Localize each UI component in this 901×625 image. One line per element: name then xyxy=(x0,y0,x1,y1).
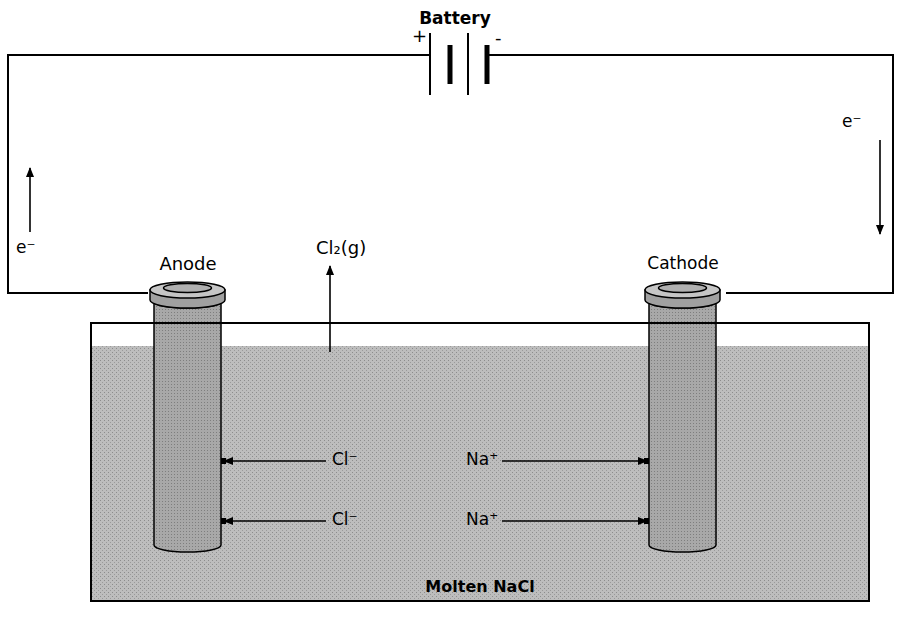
node-label: Battery xyxy=(419,8,491,28)
ion-arrow xyxy=(224,520,326,522)
gas-arrow xyxy=(329,266,331,352)
ion-label: Cl⁻ xyxy=(332,510,358,530)
electron-label: e⁻ xyxy=(842,112,861,132)
node-label: Cathode xyxy=(647,253,718,273)
battery-node: Battery xyxy=(405,8,505,100)
contact-dot xyxy=(221,518,226,524)
contact-dot xyxy=(221,458,226,464)
ion-arrow xyxy=(224,460,326,462)
node-label: Anode xyxy=(159,253,216,275)
ion-label: Na⁺ xyxy=(466,510,498,530)
ion-label: Cl⁻ xyxy=(332,450,358,470)
circuit-wire xyxy=(8,55,405,293)
ion-arrow xyxy=(502,460,647,462)
terminal-sign: - xyxy=(495,28,502,49)
circuit-wire xyxy=(505,55,893,293)
ion-arrow xyxy=(502,520,647,522)
contact-dot xyxy=(644,518,649,524)
ion-label: Na⁺ xyxy=(466,450,498,470)
cathode-node: Cathode xyxy=(640,253,726,553)
electron-arrow xyxy=(879,140,881,234)
gas-label: Cl₂(g) xyxy=(316,238,366,259)
electron-arrow xyxy=(29,168,31,232)
contact-dot xyxy=(644,458,649,464)
electron-label: e⁻ xyxy=(16,238,35,258)
node-label: Molten NaCl xyxy=(425,577,534,596)
terminal-sign: + xyxy=(412,26,427,47)
anode-node: Anode xyxy=(148,253,228,553)
